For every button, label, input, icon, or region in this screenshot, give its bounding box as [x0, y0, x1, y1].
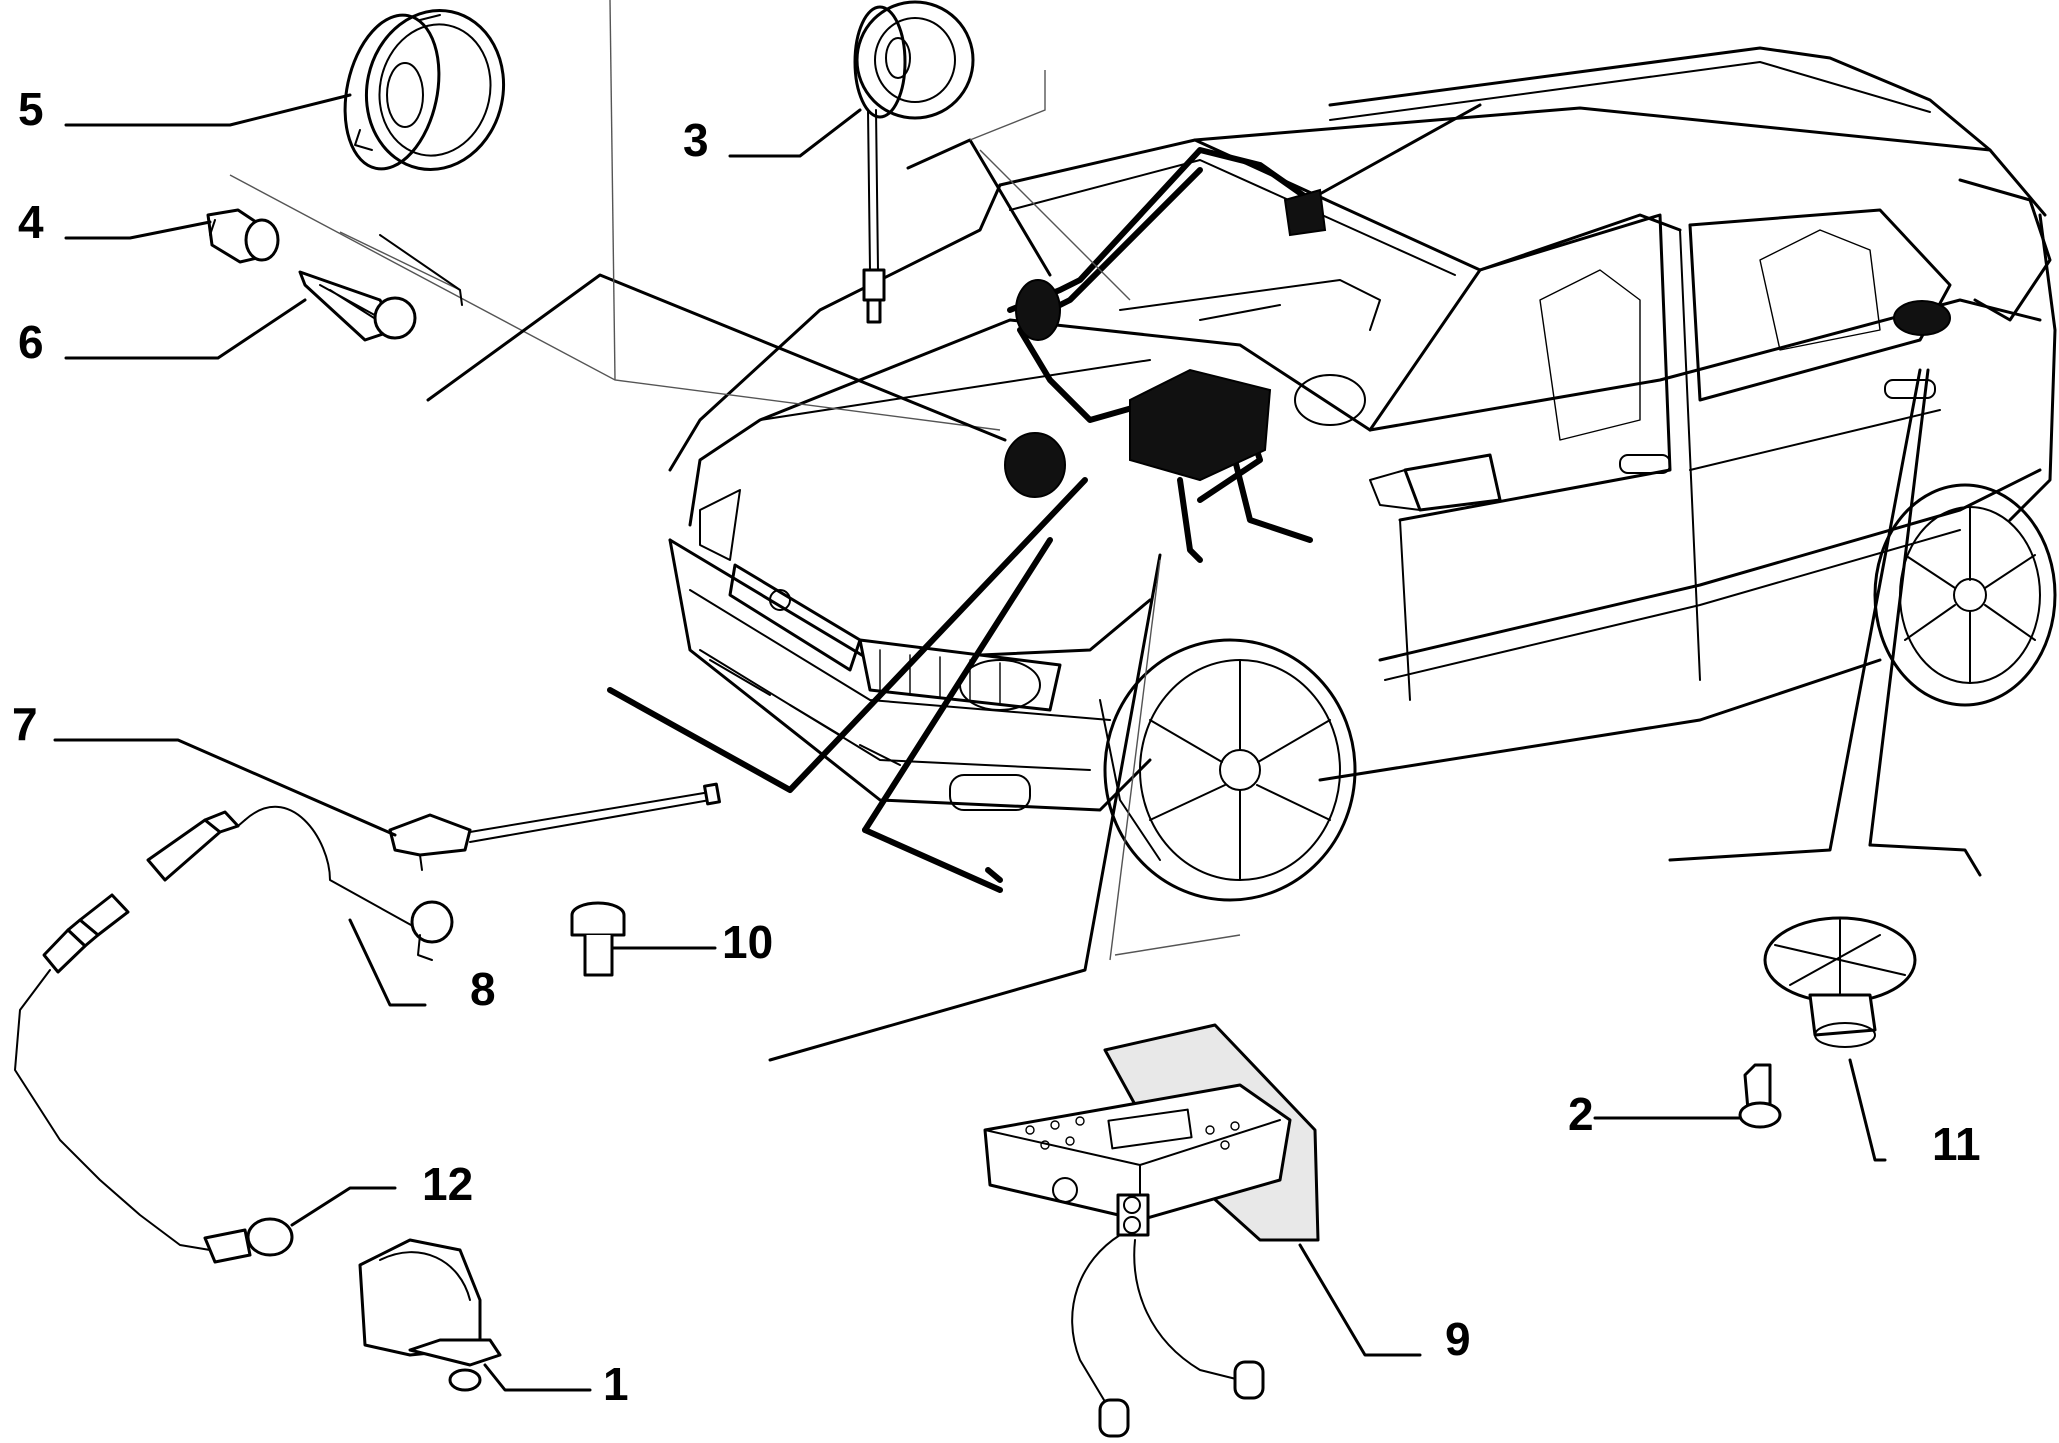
bolt-icon: [570, 901, 626, 977]
callout-8: 8: [470, 963, 496, 1015]
speaker-icon: [853, 0, 975, 324]
callout-5: 5: [18, 83, 44, 135]
clip-icon: [358, 1238, 502, 1392]
speaker-icon: [1763, 916, 1917, 1048]
antenna-icon: [388, 782, 721, 871]
reference-lines: [229, 0, 1982, 1062]
callout-4: 4: [18, 196, 44, 248]
callout-7: 7: [12, 698, 38, 750]
cable-icon: [14, 893, 294, 1264]
callout-3: 3: [683, 114, 709, 166]
callout-9: 9: [1445, 1313, 1471, 1365]
radio-unit-icon: [983, 1023, 1320, 1438]
wiring-harness-icon: [1004, 147, 1327, 563]
callout-6: 6: [18, 316, 44, 368]
callout-10: 10: [722, 916, 773, 968]
clip-pin-icon: [298, 270, 417, 342]
callout-11: 11: [1932, 1118, 1981, 1170]
callout-leaders: [53, 93, 1887, 1392]
connector-icon: [206, 208, 280, 264]
speaker-icon: [343, 8, 506, 172]
screw-icon: [1738, 1063, 1782, 1129]
callout-12: 12: [422, 1158, 473, 1210]
callout-2: 2: [1568, 1088, 1594, 1140]
antenna-cable-icon: [146, 805, 454, 961]
callout-1: 1: [603, 1358, 629, 1410]
hatchback-car-icon: [668, 46, 2057, 902]
